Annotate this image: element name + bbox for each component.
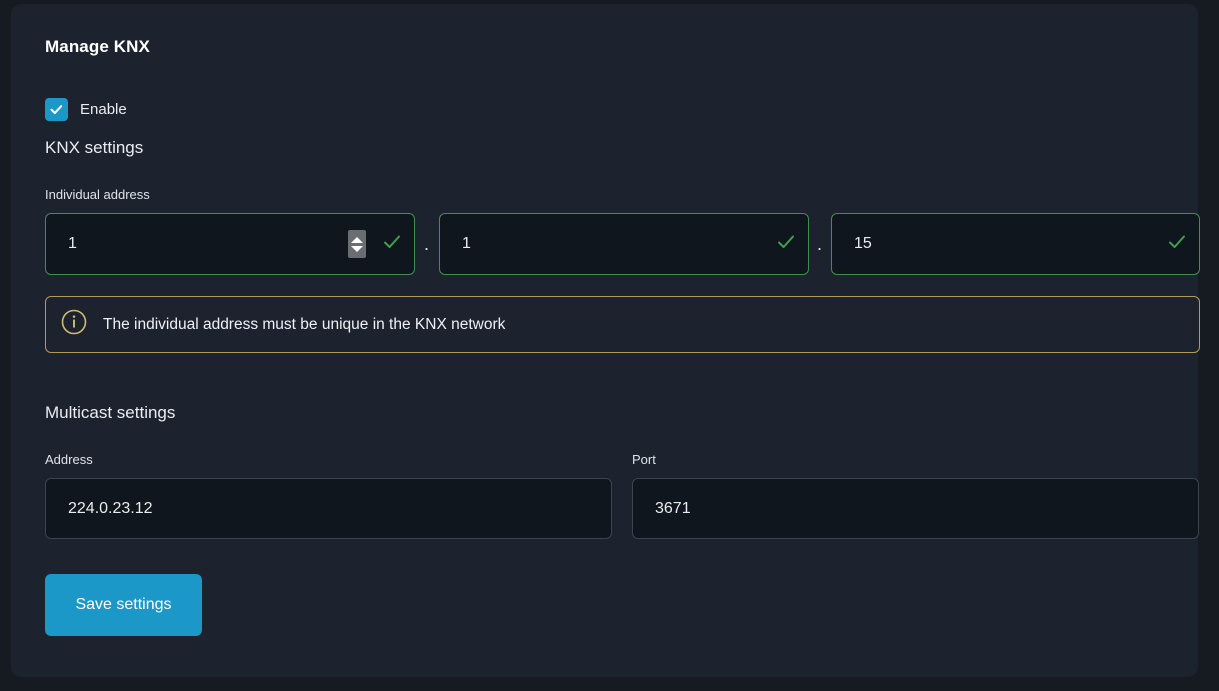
multicast-port-input[interactable] [655, 499, 1182, 518]
checkmark-icon [49, 102, 64, 117]
info-banner: The individual address must be unique in… [45, 296, 1200, 353]
individual-address-label: Individual address [45, 187, 150, 202]
individual-address-input-3[interactable] [854, 235, 1167, 253]
valid-check-icon-2 [776, 232, 796, 257]
individual-address-input-1[interactable] [68, 235, 348, 253]
multicast-port-field[interactable] [632, 478, 1199, 539]
info-circle-icon [60, 308, 88, 341]
individual-address-field-1[interactable] [45, 213, 415, 275]
multicast-settings-heading: Multicast settings [45, 403, 176, 422]
enable-label: Enable [80, 101, 127, 118]
individual-address-field-2[interactable] [439, 213, 809, 275]
page-title: Manage KNX [45, 37, 150, 56]
valid-check-icon-3 [1167, 232, 1187, 257]
save-settings-button[interactable]: Save settings [45, 574, 202, 636]
spinner-down-icon[interactable] [351, 245, 363, 252]
manage-knx-card: Manage KNX Enable KNX settings Individua… [11, 4, 1200, 677]
knx-settings-heading: KNX settings [45, 138, 144, 157]
info-banner-text: The individual address must be unique in… [103, 315, 506, 333]
multicast-address-label: Address [45, 452, 93, 467]
multicast-address-input[interactable] [68, 499, 595, 518]
address-separator-2: . [817, 234, 823, 254]
individual-address-row: . . [45, 213, 1200, 275]
individual-address-input-2[interactable] [462, 235, 776, 253]
enable-row: Enable [45, 98, 127, 121]
valid-check-icon-1 [382, 232, 402, 257]
multicast-port-label: Port [632, 452, 656, 467]
individual-address-field-3[interactable] [831, 213, 1200, 275]
address-separator-1: . [424, 234, 430, 254]
multicast-address-field[interactable] [45, 478, 612, 539]
spinner-up-icon[interactable] [351, 236, 363, 243]
enable-checkbox[interactable] [45, 98, 68, 121]
number-spinner[interactable] [348, 230, 366, 258]
